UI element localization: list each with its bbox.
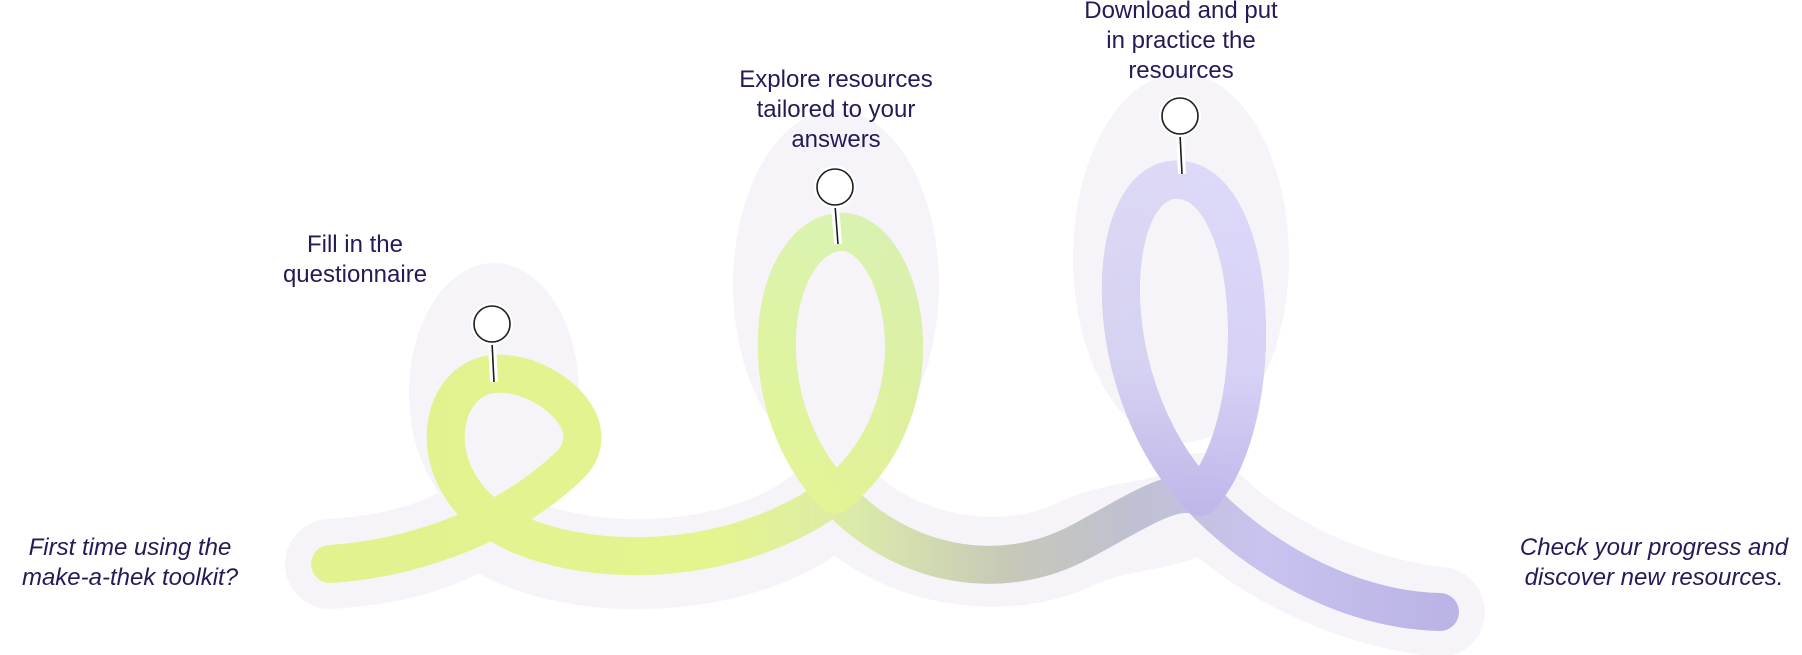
- step-3-pin: [1159, 95, 1201, 175]
- step-1-pin: [471, 303, 513, 383]
- step-2-pin: [814, 166, 856, 245]
- loop-3-tint: [1101, 160, 1266, 516]
- intro-question: First time using the make-a-thek toolkit…: [21, 534, 239, 591]
- outro-message: Check your progress and discover new res…: [1519, 534, 1789, 591]
- step-3-label: Download and put in practice the resourc…: [1084, 0, 1278, 84]
- step-2-label: Explore resources tailored to your answe…: [739, 66, 933, 153]
- step-1-label: Fill in the questionnaire: [282, 231, 428, 288]
